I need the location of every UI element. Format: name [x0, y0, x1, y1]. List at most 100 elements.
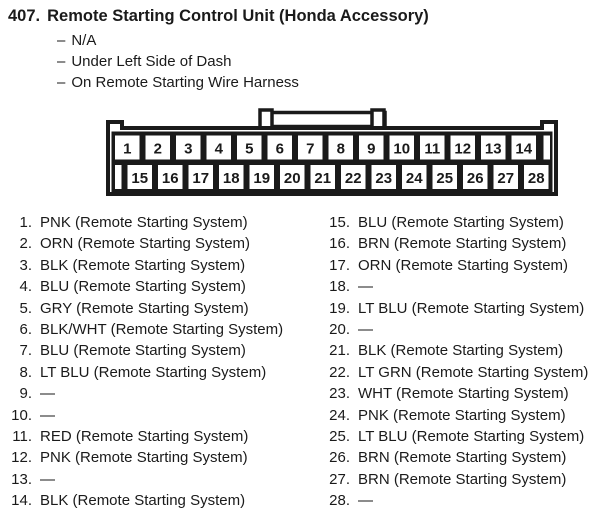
- connector-pin-label-5: 5: [245, 141, 253, 158]
- connector-pin-24: [402, 165, 427, 189]
- detail-list: –N/A–Under Left Side of Dash–On Remote S…: [57, 30, 614, 93]
- pin-description: BLU (Remote Starting System): [40, 342, 246, 360]
- pin-description: RED (Remote Starting System): [40, 428, 249, 446]
- pin-description: LT BLU (Remote Starting System): [358, 299, 585, 317]
- connector-pin-label-21: 21: [314, 170, 331, 187]
- pin-description: BLK (Remote Starting System): [40, 256, 246, 274]
- pin-number: 18.: [329, 278, 350, 296]
- pin-number: 23.: [329, 385, 350, 403]
- pin-number: 27.: [329, 470, 350, 488]
- connector-pin-22: [341, 165, 366, 189]
- pin-row: 24.PNK (Remote Starting System): [326, 405, 614, 426]
- connector-pin-label-28: 28: [528, 170, 545, 187]
- pin-number: 11.: [12, 428, 32, 446]
- dash-prefix: –: [57, 74, 66, 91]
- pin-description: PNK (Remote Starting System): [358, 406, 566, 424]
- pin-row: 1.PNK (Remote Starting System): [8, 212, 326, 233]
- pin-description: —: [358, 492, 373, 510]
- pin-number: 26.: [329, 449, 350, 467]
- connector-pin-11: [420, 135, 445, 160]
- pin-row: 20.—: [326, 319, 614, 340]
- connector-pin-label-20: 20: [284, 170, 301, 187]
- pin-number: 25.: [329, 428, 350, 446]
- entry-number: 407.: [8, 7, 41, 25]
- page-title: Remote Starting Control Unit (Honda Acce…: [47, 7, 429, 25]
- connector-pin-27: [493, 165, 518, 189]
- connector-pin-label-11: 11: [424, 141, 440, 158]
- connector-pin-label-26: 26: [467, 170, 484, 187]
- pin-description: WHT (Remote Starting System): [358, 385, 569, 403]
- pin-description: —: [358, 321, 373, 339]
- connector-pin-14: [511, 135, 536, 160]
- pin-description: LT GRN (Remote Starting System): [358, 363, 589, 381]
- detail-text: Under Left Side of Dash: [71, 53, 232, 70]
- connector-pin-12: [450, 135, 475, 160]
- connector-pin-label-18: 18: [223, 170, 240, 187]
- pin-row: 10.—: [8, 405, 326, 426]
- pin-list-right: 15.BLU (Remote Starting System)16.BRN (R…: [326, 212, 614, 512]
- pin-row: 9. —: [8, 383, 326, 404]
- connector-pin-label-10: 10: [393, 141, 410, 158]
- connector-pin-label-24: 24: [406, 170, 423, 187]
- connector-pin-18: [219, 165, 244, 189]
- dash-prefix: –: [57, 53, 66, 70]
- pin-description: BLK (Remote Starting System): [40, 492, 246, 510]
- connector-pin-label-14: 14: [515, 141, 532, 158]
- pin-description: BLK/WHT (Remote Starting System): [40, 321, 284, 339]
- connector-latch-bar: [259, 110, 387, 129]
- pin-row: 18. —: [326, 276, 614, 297]
- pin-description: GRY (Remote Starting System): [40, 299, 249, 317]
- connector-pin-23: [371, 165, 396, 189]
- pin-row: 11. RED (Remote Starting System): [8, 426, 326, 447]
- connector-pin-label-19: 19: [253, 170, 270, 187]
- pin-row: 12.PNK (Remote Starting System): [8, 447, 326, 468]
- pin-description: BLU (Remote Starting System): [40, 278, 246, 296]
- connector-pin-label-16: 16: [162, 170, 179, 187]
- pin-description: BLU (Remote Starting System): [358, 214, 564, 231]
- connector-pin-label-7: 7: [306, 141, 314, 158]
- pin-list-left: 1.PNK (Remote Starting System)2.ORN (Rem…: [8, 212, 326, 512]
- pin-description: PNK (Remote Starting System): [40, 214, 248, 231]
- pin-number: 10.: [11, 406, 32, 424]
- pin-description: —: [40, 470, 55, 488]
- pin-description: BRN (Remote Starting System): [358, 235, 567, 253]
- pin-row: 28. —: [326, 490, 614, 511]
- pin-number: 14.: [11, 492, 32, 510]
- pin-row: 15.BLU (Remote Starting System): [326, 212, 614, 233]
- pin-row: 7.BLU (Remote Starting System): [8, 340, 326, 361]
- pin-row: 4.BLU (Remote Starting System): [8, 276, 326, 297]
- connector-pin-9: [359, 135, 384, 160]
- detail-item: –N/A: [57, 30, 614, 51]
- pin-table: 1.PNK (Remote Starting System)2.ORN (Rem…: [8, 212, 614, 512]
- pin-row: 13.—: [8, 469, 326, 490]
- connector-pin-label-2: 2: [154, 141, 162, 158]
- pin-row: 21.BLK (Remote Starting System): [326, 340, 614, 361]
- pin-row: 16.BRN (Remote Starting System): [326, 233, 614, 254]
- pin-description: —: [358, 278, 373, 296]
- pin-description: ORN (Remote Starting System): [358, 256, 569, 274]
- connector-pin-26: [463, 165, 488, 189]
- connector-pin-15: [127, 165, 152, 189]
- pin-number: 8.: [19, 363, 32, 381]
- connector-pin-label-12: 12: [454, 141, 471, 158]
- pin-description: —: [40, 385, 55, 403]
- connector-pin-8: [328, 135, 353, 160]
- pin-description: BRN (Remote Starting System): [358, 449, 567, 467]
- connector-pin-label-9: 9: [367, 141, 375, 158]
- connector-pin-label-17: 17: [192, 170, 209, 187]
- connector-pin-25: [432, 165, 457, 189]
- pin-number: 9.: [19, 385, 32, 403]
- pin-description: BLK (Remote Starting System): [358, 342, 564, 360]
- detail-text: On Remote Starting Wire Harness: [71, 74, 299, 91]
- connector-pin-4: [206, 135, 231, 160]
- connector-pin-label-4: 4: [215, 141, 224, 158]
- pin-row: 5.GRY (Remote Starting System): [8, 298, 326, 319]
- pin-row: 6.BLK/WHT (Remote Starting System): [8, 319, 326, 340]
- connector-pin-1: [115, 135, 140, 160]
- pin-number: 28.: [329, 492, 350, 510]
- connector-pin-label-15: 15: [131, 170, 148, 187]
- detail-item: –On Remote Starting Wire Harness: [57, 72, 614, 93]
